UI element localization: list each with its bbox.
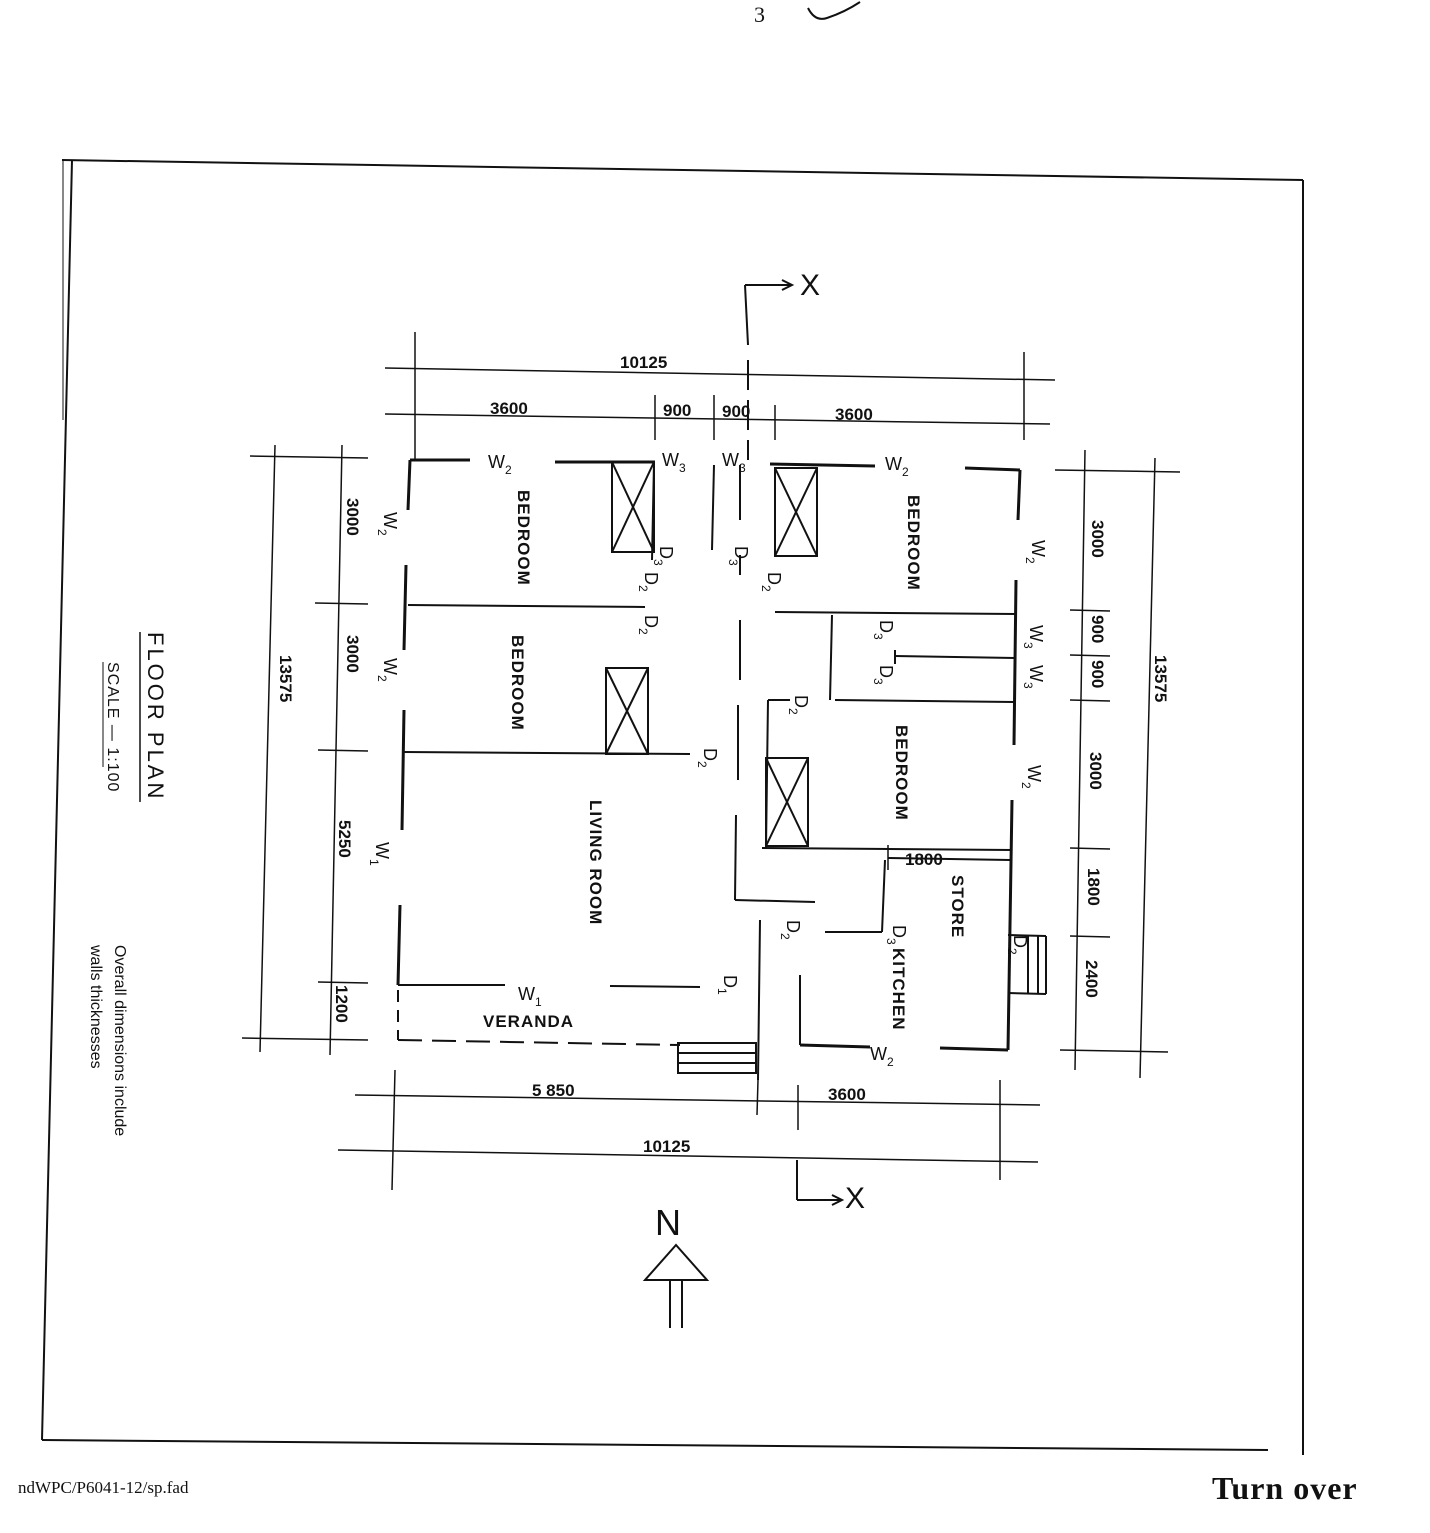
north-label: N [655,1202,681,1243]
dim-top-left: 3600 [490,399,528,418]
svg-text:D3: D3 [726,546,751,566]
dim-bottom-overall: 10125 [643,1137,690,1156]
dim-bottom-right: 3600 [828,1085,866,1104]
svg-text:W3: W3 [662,450,686,475]
room-label-bedroom-nw: BEDROOM [514,490,533,586]
svg-text:D3: D3 [884,925,909,945]
svg-text:D2: D2 [695,748,720,768]
dim-left-overall: 13575 [276,655,295,702]
svg-text:W2: W2 [375,658,400,682]
svg-text:W3: W3 [1021,665,1046,689]
dim-top-mid-right: 900 [722,402,750,421]
svg-text:D2: D2 [1005,935,1030,955]
svg-text:D2: D2 [778,920,803,940]
drawing-title: FLOOR PLAN [143,632,168,801]
svg-text:D1: D1 [715,975,740,995]
room-label-bedroom-e: BEDROOM [892,725,911,821]
svg-text:D3: D3 [871,665,896,685]
room-label-veranda: VERANDA [483,1012,574,1031]
svg-text:W2: W2 [488,452,512,477]
dim-top-right: 3600 [835,405,873,424]
room-label-bedroom-ne: BEDROOM [904,495,923,591]
section-line [744,279,845,1206]
turn-over-label: Turn over [1212,1470,1358,1506]
drawing-frame [41,159,1304,1455]
wardrobe-3 [605,667,649,755]
dim-left-2: 3000 [343,635,362,673]
section-mark-bottom: X [845,1182,865,1215]
footer-reference: ndWPC/P6041-12/sp.fad [18,1478,189,1497]
room-label-store: STORE [948,875,967,938]
svg-text:W3: W3 [722,450,746,475]
veranda-edge [397,984,757,1074]
svg-text:W3: W3 [1021,625,1046,649]
svg-text:D2: D2 [786,695,811,715]
dim-right-overall: 13575 [1151,655,1170,702]
dim-right-5: 1800 [1084,868,1103,906]
page-number: 3 [754,2,765,27]
dim-left-3: 5250 [335,820,354,858]
dim-right-1: 3000 [1088,520,1107,558]
drawing-note-line2: walls thicknesses [87,944,104,1069]
north-arrow-icon [642,1243,710,1328]
svg-text:W2: W2 [375,512,400,536]
dim-right-2: 900 [1088,615,1107,643]
svg-text:W1: W1 [367,842,392,866]
check-mark-icon [807,1,861,20]
svg-text:D2: D2 [636,572,661,592]
opening-marks: W2 W3 W3 W2 W2 W1 [488,450,909,1069]
wardrobes [605,461,818,847]
dimension-lines [241,332,1181,1191]
dim-top-mid-left: 900 [663,401,691,420]
dim-right-6: 2400 [1082,960,1101,998]
svg-text:D3: D3 [651,546,676,566]
dim-top-overall: 10125 [620,353,667,372]
section-mark-top: X [800,269,820,302]
room-label-kitchen: KITCHEN [889,948,908,1031]
opening-marks-rotated: W2 W2 W1 W2 W3 W3 W2 D3 D2 D3 D2 D2 D3 D… [367,512,1048,995]
svg-text:W2: W2 [1023,540,1048,564]
svg-text:W1: W1 [518,984,542,1009]
dim-store-width: 1800 [905,850,943,869]
wardrobe-1 [611,461,655,553]
room-label-bedroom-w: BEDROOM [508,635,527,731]
room-label-living: LIVING ROOM [586,800,605,925]
dim-right-4: 3000 [1086,752,1105,790]
drawing-note-line1: Overall dimensions include [111,945,128,1136]
svg-text:W2: W2 [1019,765,1044,789]
svg-text:D2: D2 [759,572,784,592]
svg-text:W2: W2 [870,1044,894,1069]
dim-left-4: 1200 [332,985,351,1023]
svg-text:D3: D3 [871,620,896,640]
dim-right-3: 900 [1088,660,1107,688]
dim-bottom-left: 5 850 [532,1081,575,1100]
svg-text:D2: D2 [636,615,661,635]
wardrobe-4 [765,757,809,847]
wardrobe-2 [774,467,818,557]
svg-text:W2: W2 [885,454,909,479]
drawing-scale: SCALE — 1:100 [104,662,121,792]
dim-left-1: 3000 [343,498,362,536]
